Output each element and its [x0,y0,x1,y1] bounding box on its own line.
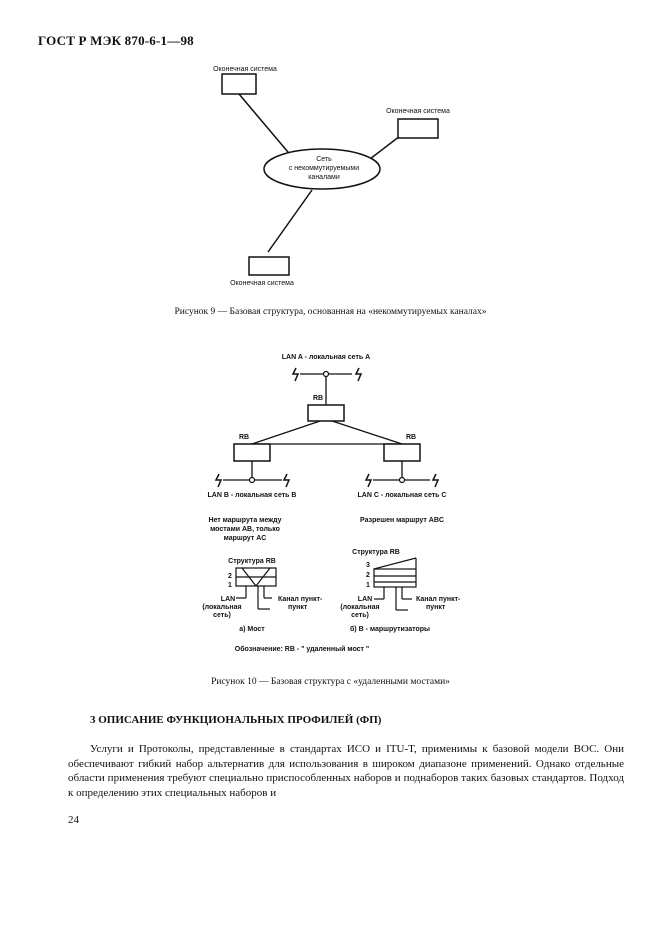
network-label-line2: с некоммутируемыми [289,165,359,172]
page-number: 24 [68,814,79,826]
section-title: 3 ОПИСАНИЕ ФУНКЦИОНАЛЬНЫХ ПРОФИЛЕЙ (ФП) [90,714,382,726]
network-ellipse [263,148,381,190]
struct-b-drawing [373,557,417,611]
legend-text: Обозначение: RB - " удаленный мост " [235,645,369,653]
struct-a-num-1: 1 [228,582,232,589]
end-system-box-2 [397,118,439,139]
lan-a-label: LAN A - локальная сеть A [282,354,370,361]
struct-b-local-1: (локальная [340,604,379,611]
rb-box-right [383,443,421,462]
struct-a-drawing [235,567,277,610]
struct-b-chan-2: пункт [426,604,446,611]
struct-b-title: Структура RB [352,549,400,556]
no-route-line2: мостами AB, только [210,526,280,533]
struct-b-label: б) B - маршрутизаторы [350,625,430,633]
body-paragraph: Услуги и Протоколы, представленные в ста… [68,743,624,799]
struct-b-lan: LAN [358,596,372,603]
network-label-line3: каналами [308,174,340,181]
struct-b-num-1: 1 [366,582,370,589]
struct-a-num-2: 2 [228,573,232,580]
end-system-label-3: Оконечная система [230,280,294,287]
figure-9-caption: Рисунок 9 — Базовая структура, основанна… [174,307,487,317]
rb-right-label: RB [406,434,416,441]
no-route-line3: маршрут AC [224,535,267,542]
struct-b-num-2: 2 [366,572,370,579]
lan-b-label: LAN B - локальная сеть B [208,492,297,499]
struct-a-local-2: сеть) [213,612,231,619]
allowed-route-label: Разрешен маршрут ABC [360,517,444,524]
struct-a-label: a) Мост [239,626,265,633]
no-route-line1: Нет маршрута между [208,517,281,524]
end-system-box-1 [221,73,257,95]
struct-b-num-3: 3 [366,562,370,569]
struct-b-local-2: сеть) [351,612,369,619]
document-header: ГОСТ Р МЭК 870-6-1—98 [38,33,194,48]
lan-c-label: LAN C - локальная сеть C [358,492,447,499]
figure-10-lines [223,373,430,481]
struct-a-chan-2: пункт [288,604,308,611]
struct-a-title: Структура RB [228,558,276,565]
struct-a-chan-1: Канал пункт- [278,596,323,603]
struct-a-local-1: (локальная [202,604,241,611]
figure-10-caption: Рисунок 10 — Базовая структура с «удален… [211,677,450,687]
end-system-label-1: Оконечная система [213,66,277,73]
rb-box-left [233,443,271,462]
rb-box-top [307,404,345,422]
struct-a-lan: LAN [221,596,235,603]
network-label-line1: Сеть [316,156,332,163]
end-system-box-3 [248,256,290,276]
rb-top-label: RB [313,395,323,402]
end-system-label-2: Оконечная система [386,108,450,115]
struct-b-chan-1: Канал пункт- [416,596,461,603]
rb-left-label: RB [239,434,249,441]
